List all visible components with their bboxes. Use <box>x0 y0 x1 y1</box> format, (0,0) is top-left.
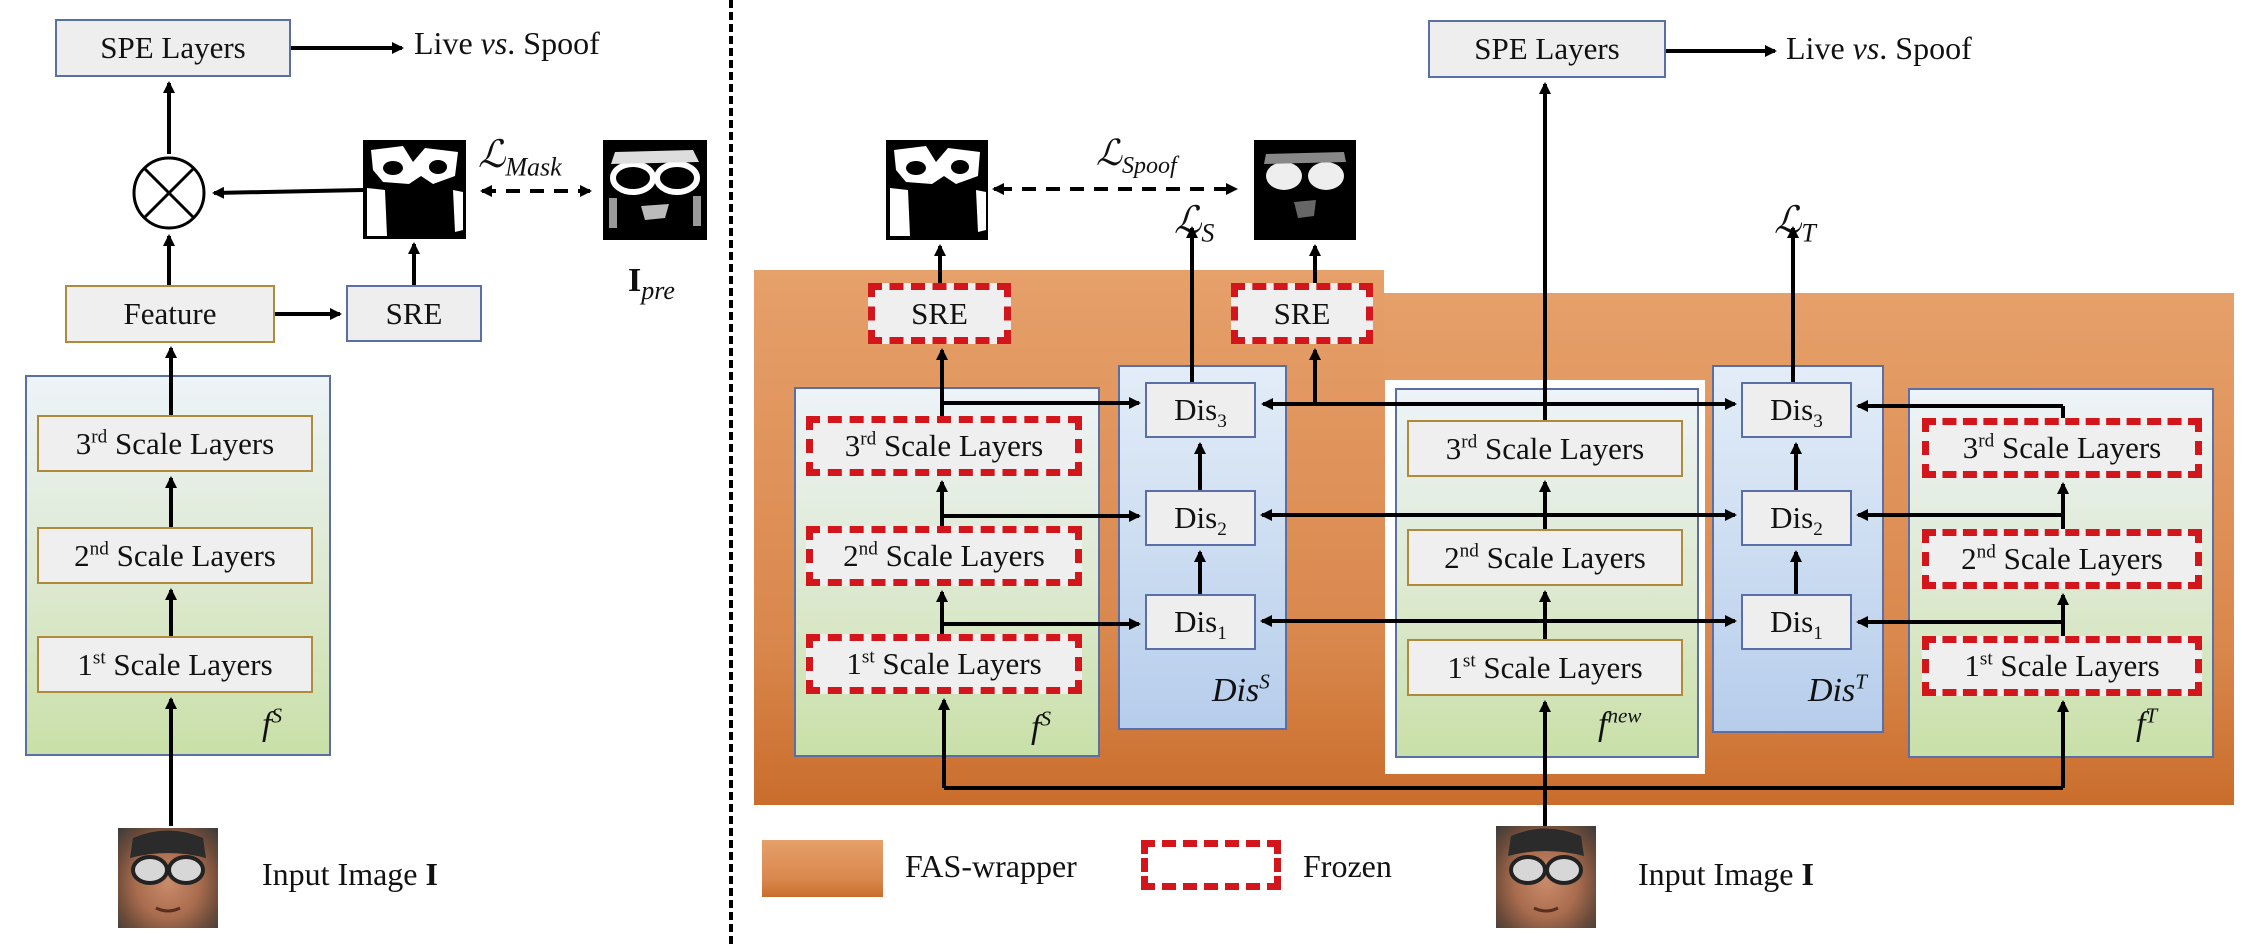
face-with-goggles-icon <box>1508 828 1584 913</box>
left-ipre-mask-image <box>603 140 707 240</box>
left-scale1-label: 1st Scale Layers <box>77 646 273 682</box>
student-scale2-label: 2nd Scale Layers <box>843 538 1045 573</box>
panel-separator <box>729 0 733 944</box>
student-mask-icon <box>886 140 988 240</box>
student-dis-label: DisS <box>1212 669 1270 709</box>
right-input-image-label: Input Image I <box>1638 856 1814 892</box>
teacher-scale3-label: 3rd Scale Layers <box>1962 430 2162 465</box>
student-scale2-box: 2nd Scale Layers <box>806 526 1082 586</box>
student-scale1-label: 1st Scale Layers <box>846 646 1042 681</box>
student-dis3-box: Dis3 <box>1145 382 1256 438</box>
teacher-dis3-box: Dis3 <box>1741 382 1852 438</box>
new-scale3-box: 3rd Scale Layers <box>1407 420 1683 477</box>
legend-wrapper-label: FAS-wrapper <box>905 848 1077 884</box>
legend-frozen-swatch <box>1141 840 1281 890</box>
multiply-operator <box>130 154 208 232</box>
left-predicted-mask-image <box>363 140 466 239</box>
left-scale3-box: 3rd Scale Layers <box>37 415 313 472</box>
teacher-scale2-box: 2nd Scale Layers <box>1922 529 2202 589</box>
right-spe-layers-box: SPE Layers <box>1428 20 1666 78</box>
right-output-label: Live vs. Spoof <box>1786 30 1972 66</box>
legend-frozen-label: Frozen <box>1303 848 1392 884</box>
left-input-image-label: Input Image I <box>262 856 438 892</box>
teacher-mask-image <box>1254 140 1356 240</box>
teacher-dis1-label: Dis1 <box>1770 604 1823 645</box>
left-scale1-box: 1st Scale Layers <box>37 636 313 693</box>
new-scale3-label: 3rd Scale Layers <box>1445 430 1645 466</box>
left-scale3-label: 3rd Scale Layers <box>75 425 275 461</box>
left-feature-label: Feature <box>123 296 217 331</box>
student-sre-label: SRE <box>911 295 968 331</box>
left-spe-layers-label: SPE Layers <box>100 30 246 65</box>
left-mask-loss-label: ℒMask <box>478 134 562 182</box>
teacher-dis-label: DisT <box>1808 669 1867 709</box>
teacher-dis2-label: Dis2 <box>1770 500 1823 541</box>
right-spe-layers-label: SPE Layers <box>1474 31 1620 66</box>
left-ipre-label: Ipre <box>628 262 675 305</box>
ipre-mask-icon <box>603 140 707 240</box>
teacher-dis1-box: Dis1 <box>1741 594 1852 650</box>
new-scale2-label: 2nd Scale Layers <box>1444 539 1646 575</box>
teacher-mask-icon <box>1254 140 1356 240</box>
student-sre-box: SRE <box>868 283 1011 344</box>
multiply-operator-icon <box>132 156 206 230</box>
legend-wrapper-swatch <box>762 840 883 897</box>
face-with-goggles-icon <box>130 830 206 913</box>
teacher-sre-box: SRE <box>1231 283 1373 344</box>
new-scale2-box: 2nd Scale Layers <box>1407 529 1683 586</box>
teacher-scale2-label: 2nd Scale Layers <box>1961 541 2163 576</box>
student-scale3-box: 3rd Scale Layers <box>806 416 1082 476</box>
student-dis1-label: Dis1 <box>1174 604 1227 645</box>
new-scale1-box: 1st Scale Layers <box>1407 639 1683 696</box>
left-scale2-box: 2nd Scale Layers <box>37 527 313 584</box>
student-dis2-label: Dis2 <box>1174 500 1227 541</box>
left-sre-box: SRE <box>346 285 482 342</box>
teacher-dis2-box: Dis2 <box>1741 490 1852 546</box>
teacher-scale1-label: 1st Scale Layers <box>1964 648 2160 683</box>
left-input-face-image <box>118 828 218 928</box>
teacher-ft-label: fT <box>2136 703 2158 743</box>
teacher-sre-label: SRE <box>1273 295 1331 331</box>
predicted-mask-icon <box>363 140 466 239</box>
student-scale3-label: 3rd Scale Layers <box>844 428 1044 463</box>
teacher-dis3-label: Dis3 <box>1770 392 1823 433</box>
teacher-scale3-box: 3rd Scale Layers <box>1922 418 2202 478</box>
right-input-face-image <box>1496 826 1596 928</box>
left-feature-box: Feature <box>65 285 275 343</box>
left-sre-label: SRE <box>385 295 443 331</box>
new-scale1-label: 1st Scale Layers <box>1447 649 1643 685</box>
student-dis2-box: Dis2 <box>1145 490 1256 546</box>
student-fs-label: fS <box>1031 706 1051 746</box>
teacher-scale1-box: 1st Scale Layers <box>1922 636 2202 696</box>
left-fs-label: fS <box>262 703 282 743</box>
student-scale1-box: 1st Scale Layers <box>806 634 1082 694</box>
student-dis1-box: Dis1 <box>1145 594 1256 650</box>
left-spe-layers-box: SPE Layers <box>55 19 291 77</box>
student-mask-image <box>886 140 988 240</box>
left-output-label: Live vs. Spoof <box>414 25 600 61</box>
new-fnew-label: fnew <box>1598 703 1642 743</box>
spoof-loss-label: ℒSpoof <box>1096 133 1177 180</box>
left-scale2-label: 2nd Scale Layers <box>74 537 276 573</box>
student-dis3-label: Dis3 <box>1174 392 1227 433</box>
